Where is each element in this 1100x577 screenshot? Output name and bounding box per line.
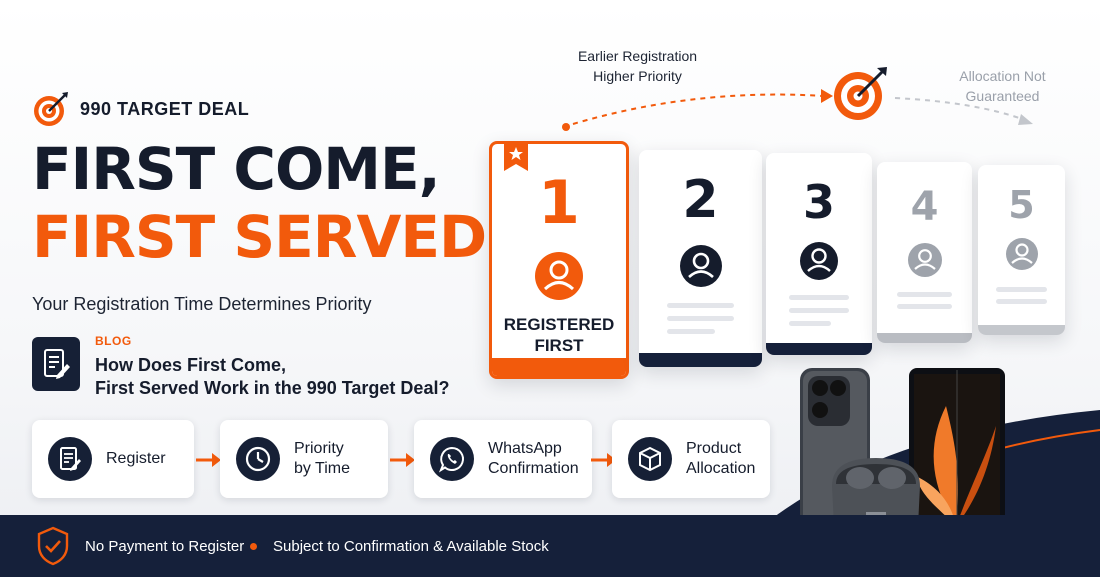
user-icon: [679, 245, 722, 287]
priority-note-line: Earlier Registration: [577, 48, 698, 64]
step-label: Register: [106, 449, 166, 469]
queue-number: 2: [682, 170, 719, 230]
allocation-note: Allocation Not Guaranteed: [940, 66, 1065, 106]
queue-number: 3: [802, 175, 835, 229]
card-base: [766, 343, 872, 355]
queue-number: 5: [1008, 183, 1035, 227]
step-label-line: Allocation: [686, 460, 756, 477]
target-icon: [834, 67, 887, 120]
queue-card-caption-line: REGISTERED: [503, 315, 615, 334]
card-base: [978, 325, 1065, 335]
footer-bar: [0, 515, 1100, 577]
queue-card-1: 1 REGISTERED FIRST: [489, 141, 629, 379]
queue-number: 4: [910, 184, 939, 230]
card-base: [492, 358, 626, 376]
blog-title-line-2[interactable]: First Served Work in the 990 Target Deal…: [95, 378, 450, 398]
blog-label: BLOG: [95, 334, 132, 348]
step-label-line: Confirmation: [488, 460, 579, 477]
step-label: Product Allocation: [686, 439, 755, 479]
step-label: WhatsApp Confirmation: [488, 439, 579, 479]
whatsapp-icon: [430, 437, 474, 481]
headline-line-2: FIRST SERVED: [32, 203, 487, 271]
card-base: [639, 353, 762, 367]
queue-card-caption-line: FIRST: [534, 336, 584, 355]
allocation-note-line: Guaranteed: [965, 88, 1040, 104]
step-label-line: Product: [686, 440, 742, 457]
queue-card-4: 4: [877, 162, 972, 343]
queue-card-caption: REGISTERED FIRST: [504, 314, 615, 356]
blog-title[interactable]: How Does First Come, First Served Work i…: [95, 354, 449, 400]
brand-name: 990 TARGET DEAL: [80, 98, 250, 119]
step-label-line: Priority: [294, 440, 344, 457]
user-icon: [907, 243, 942, 277]
product-devices: [800, 368, 1005, 544]
arrow-right-icon: [390, 453, 415, 467]
priority-path: [562, 89, 1033, 131]
step-label-line: by Time: [294, 460, 351, 477]
brand: 990 TARGET DEAL: [32, 90, 249, 128]
user-icon: [800, 242, 838, 280]
step-whatsapp: WhatsApp Confirmation: [414, 420, 592, 498]
footer-item-no-payment: No Payment to Register: [85, 538, 245, 555]
clock-icon: [236, 437, 280, 481]
subheadline: Your Registration Time Determines Priori…: [32, 294, 372, 314]
step-allocation: Product Allocation: [612, 420, 770, 498]
document-edit-icon[interactable]: [32, 337, 80, 391]
blog-title-line-1[interactable]: How Does First Come,: [95, 355, 287, 375]
arrow-right-icon: [591, 453, 616, 467]
user-icon: [1005, 238, 1038, 270]
arrow-right-icon: [196, 453, 221, 467]
step-label: Priority by Time: [294, 439, 350, 479]
user-icon: [535, 252, 583, 300]
queue-number: 1: [538, 168, 580, 238]
step-priority: Priority by Time: [220, 420, 388, 498]
card-base: [877, 333, 972, 343]
step-register: Register: [32, 420, 194, 498]
priority-note-line: Higher Priority: [593, 68, 682, 84]
star-ribbon-icon: [504, 144, 528, 171]
allocation-note-line: Allocation Not: [959, 68, 1046, 84]
shield-check-icon: [37, 526, 69, 566]
headline-line-1: FIRST COME,: [32, 135, 441, 203]
step-label-line: WhatsApp: [488, 440, 562, 457]
step-label-line: Register: [106, 450, 166, 467]
queue-card-5: 5: [978, 165, 1065, 335]
queue-card-2: 2: [639, 150, 762, 367]
footer-separator: [250, 543, 257, 550]
target-icon: [34, 92, 68, 126]
priority-note: Earlier Registration Higher Priority: [560, 46, 715, 86]
box-icon: [628, 437, 672, 481]
footer-item-stock: Subject to Confirmation & Available Stoc…: [273, 538, 549, 555]
queue-card-3: 3: [766, 153, 872, 355]
register-form-icon: [48, 437, 92, 481]
